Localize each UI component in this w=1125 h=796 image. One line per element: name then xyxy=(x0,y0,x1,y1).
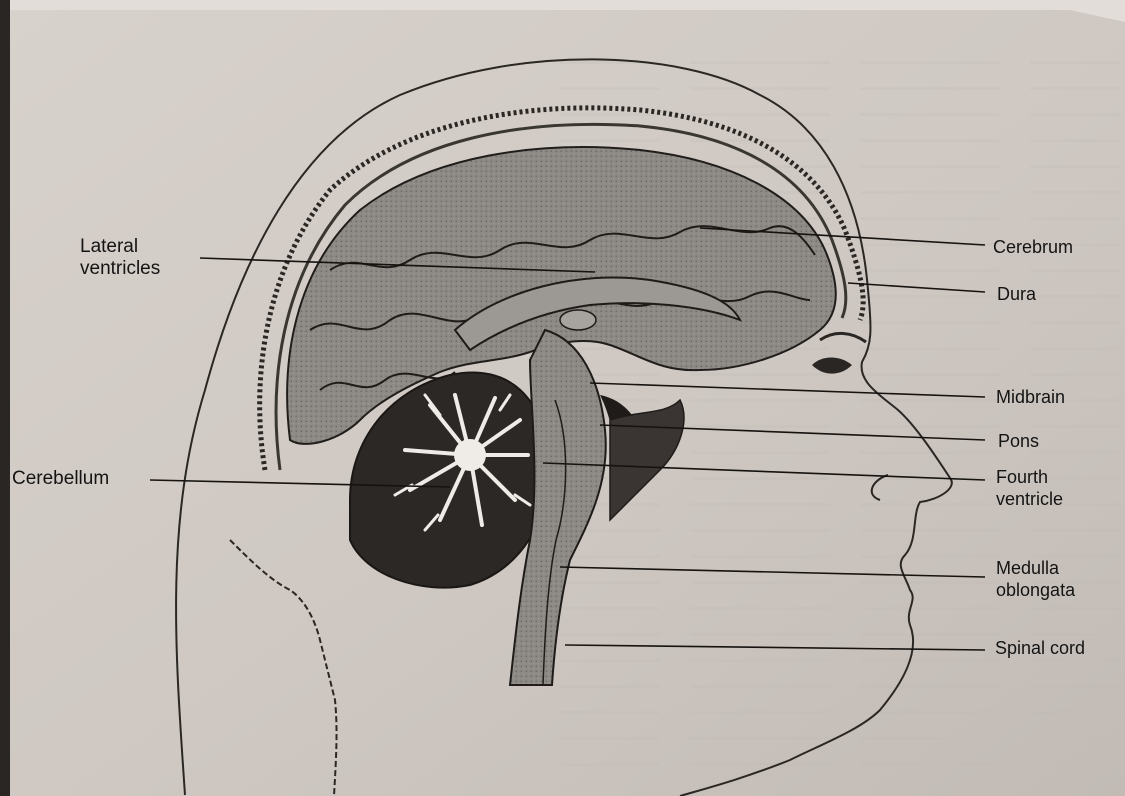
label-fourth-ventricle-line1: Fourth xyxy=(996,466,1063,488)
label-cerebrum: Cerebrum xyxy=(993,236,1073,258)
label-cerebellum: Cerebellum xyxy=(12,468,109,490)
label-lateral-ventricles-line1: Lateral xyxy=(80,236,160,258)
label-lateral-ventricles: Lateral ventricles xyxy=(80,236,160,280)
label-medulla-oblongata: Medulla oblongata xyxy=(996,557,1075,601)
arbor-vitae-center xyxy=(454,439,486,471)
label-lateral-ventricles-line2: ventricles xyxy=(80,258,160,280)
page-edge-left xyxy=(0,0,10,796)
label-fourth-ventricle-line2: ventricle xyxy=(996,488,1063,510)
label-medulla-oblongata-line2: oblongata xyxy=(996,579,1075,601)
label-fourth-ventricle: Fourth ventricle xyxy=(996,466,1063,510)
thalamus xyxy=(560,310,596,330)
label-pons: Pons xyxy=(998,430,1039,452)
label-midbrain: Midbrain xyxy=(996,386,1065,408)
label-spinal-cord: Spinal cord xyxy=(995,637,1085,659)
label-medulla-oblongata-line1: Medulla xyxy=(996,557,1075,579)
label-dura: Dura xyxy=(997,283,1036,305)
